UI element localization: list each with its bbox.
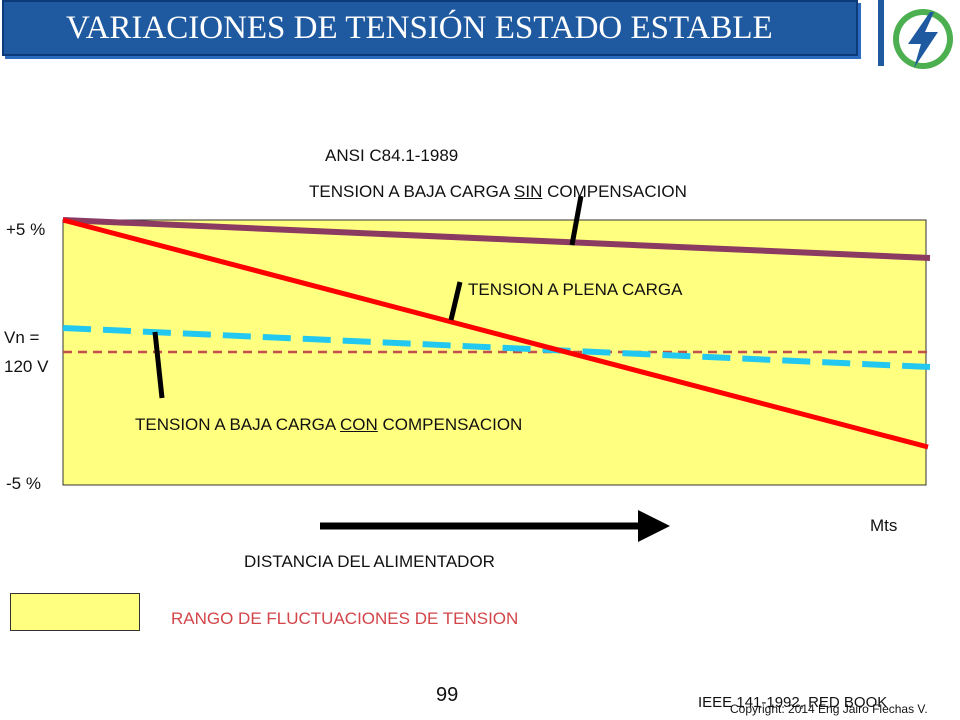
standard-label: ANSI C84.1-1989 [325, 146, 459, 165]
low-load-compensation-line [62, 325, 931, 370]
axis-units: Mts [870, 516, 898, 535]
label-low-load-comp: TENSION A BAJA CARGA CON COMPENSACION [135, 415, 523, 434]
pointer-comp-icon [152, 331, 165, 399]
legend-swatch [10, 593, 140, 631]
low-load-no-compensation-line [62, 217, 931, 261]
reference-note: IEEE 141-1992, RED BOOK [698, 694, 888, 711]
axis-plus5: +5 % [6, 220, 46, 239]
pointer-no-comp-icon [569, 195, 584, 246]
fluctuation-range-area [62, 219, 927, 486]
copyright-note: Copyright: 2014 Eng Jairo Flechas V. [730, 702, 928, 716]
page-number: 99 [436, 684, 459, 706]
distance-arrow-head-icon [638, 510, 670, 542]
legend-label: RANGO DE FLUCTUACIONES DE TENSION [171, 609, 519, 628]
pointer-full-load-icon [448, 281, 463, 321]
label-full-load: TENSION A PLENA CARGA [468, 280, 683, 299]
axis-vn-line2: 120 V [4, 357, 49, 376]
slide-title: VARIACIONES DE TENSIÓN ESTADO ESTABLE [2, 0, 858, 56]
full-load-line [62, 217, 929, 450]
lightning-logo-icon [893, 9, 953, 69]
label-low-load-no-comp: TENSION A BAJA CARGA SIN COMPENSACION [309, 182, 687, 201]
axis-vn-line1: Vn = [4, 328, 40, 347]
axis-minus5: -5 % [6, 474, 41, 493]
distance-label: DISTANCIA DEL ALIMENTADOR [244, 552, 495, 571]
title-accent-bar [878, 0, 884, 66]
